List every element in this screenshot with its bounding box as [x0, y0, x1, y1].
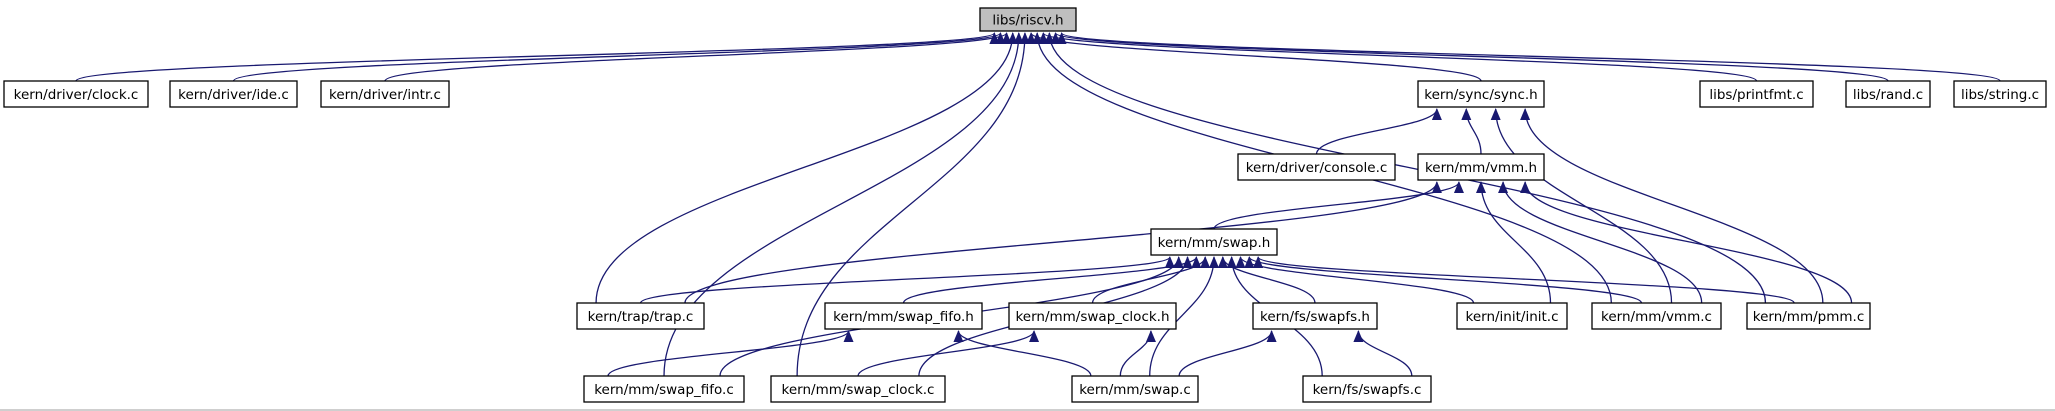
edge-trap-to-swaph [639, 256, 1175, 304]
node-label: kern/trap/trap.c [588, 309, 694, 325]
edge-fifoc-to-fifoh [607, 330, 854, 377]
node-kern-mm-swap-c[interactable]: kern/mm/swap.c [1071, 375, 1199, 403]
node-kern-mm-swap-fifo-h[interactable]: kern/mm/swap_fifo.h [824, 302, 983, 330]
edge-swapc-to-swaph [1149, 256, 1219, 377]
node-layer: libs/riscv.h kern/driver/clock.c kern/dr… [3, 7, 2047, 403]
node-label: kern/driver/intr.c [329, 87, 441, 103]
edge-pmm-to-riscv [1044, 32, 1767, 304]
node-label: kern/mm/swap_clock.c [782, 382, 935, 398]
node-label: kern/mm/pmm.c [1753, 309, 1865, 325]
node-kern-mm-vmm-h[interactable]: kern/mm/vmm.h [1417, 153, 1545, 181]
node-label: kern/mm/vmm.c [1601, 309, 1712, 325]
node-kern-driver-console-c[interactable]: kern/driver/console.c [1237, 153, 1396, 181]
node-label: kern/mm/swap.h [1158, 235, 1271, 251]
node-label: kern/driver/ide.c [178, 87, 289, 103]
node-label: libs/rand.c [1853, 87, 1923, 103]
node-kern-fs-swapfs-c[interactable]: kern/fs/swapfs.c [1302, 375, 1432, 403]
edge-swapc-to-swapfsh [1178, 330, 1277, 377]
edge-printfmt-to-riscv [1038, 32, 1758, 82]
edge-swapc-to-fifoh [953, 330, 1092, 377]
edge-pmm-to-sync [1520, 108, 1824, 304]
node-label: kern/fs/swapfs.h [1260, 309, 1370, 325]
edge-clockc-to-clockh [857, 330, 1039, 377]
node-label: kern/mm/swap_fifo.c [594, 382, 734, 398]
edge-init-to-vmmh [1476, 181, 1552, 304]
node-label: kern/fs/swapfs.c [1313, 382, 1422, 398]
node-kern-driver-clock-c[interactable]: kern/driver/clock.c [3, 80, 149, 108]
node-label: libs/string.c [1961, 87, 2039, 103]
edge-trap-to-vmmh [684, 181, 1442, 304]
node-label: kern/mm/swap.c [1079, 382, 1191, 398]
edge-trap-to-riscv [595, 32, 1018, 304]
edge-swapfsc-to-swapfsh [1353, 330, 1413, 377]
node-label: kern/mm/vmm.h [1425, 160, 1537, 176]
node-kern-mm-swap-clock-c[interactable]: kern/mm/swap_clock.c [770, 375, 946, 403]
node-label: kern/init/init.c [1465, 309, 1558, 325]
edge-pmm-to-vmmh [1520, 181, 1853, 304]
node-kern-driver-intr-c[interactable]: kern/driver/intr.c [320, 80, 450, 108]
node-kern-trap-trap-c[interactable]: kern/trap/trap.c [576, 302, 705, 330]
edge-vmmc-to-swaph [1244, 256, 1643, 304]
node-kern-mm-pmm-c[interactable]: kern/mm/pmm.c [1746, 302, 1871, 330]
node-kern-init-init-c[interactable]: kern/init/init.c [1456, 302, 1568, 330]
node-kern-sync-sync-h[interactable]: kern/sync/sync.h [1417, 80, 1545, 108]
node-kern-mm-swap-h[interactable]: kern/mm/swap.h [1150, 228, 1278, 256]
node-kern-mm-vmm-c[interactable]: kern/mm/vmm.c [1591, 302, 1722, 330]
node-label: libs/printfmt.c [1709, 87, 1803, 103]
node-label: kern/driver/console.c [1246, 160, 1388, 176]
node-libs-string-c[interactable]: libs/string.c [1953, 80, 2047, 108]
edge-fifoh-to-swaph [902, 256, 1202, 304]
edge-swapc-to-clockh [1119, 330, 1156, 377]
edge-ide-to-riscv [232, 32, 1006, 82]
node-label: kern/mm/swap_fifo.h [833, 309, 974, 325]
node-kern-driver-ide-c[interactable]: kern/driver/ide.c [169, 80, 298, 108]
edge-vmmc-to-sync [1490, 108, 1673, 304]
node-libs-printfmt-c[interactable]: libs/printfmt.c [1699, 80, 1814, 108]
edge-intr-to-riscv [384, 32, 1012, 82]
node-libs-rand-c[interactable]: libs/rand.c [1845, 80, 1931, 108]
bottom-divider [0, 409, 2055, 411]
node-kern-fs-swapfs-h[interactable]: kern/fs/swapfs.h [1252, 302, 1378, 330]
edge-clockc-to-riscv [796, 32, 1030, 377]
node-label: kern/sync/sync.h [1424, 87, 1537, 103]
edge-clock-to-riscv [75, 32, 999, 82]
edge-console-to-sync [1315, 108, 1442, 155]
node-libs-riscv-h[interactable]: libs/riscv.h [979, 7, 1077, 32]
node-label: kern/mm/swap_clock.h [1015, 309, 1169, 325]
node-label: libs/riscv.h [992, 13, 1063, 29]
node-label: kern/driver/clock.c [14, 87, 139, 103]
edge-init-to-swaph [1235, 256, 1475, 304]
edge-vmmc-to-vmmh [1498, 181, 1703, 304]
node-kern-mm-swap-fifo-c[interactable]: kern/mm/swap_fifo.c [583, 375, 745, 403]
node-kern-mm-swap-clock-h[interactable]: kern/mm/swap_clock.h [1008, 302, 1177, 330]
edge-pmm-to-swaph [1253, 256, 1795, 304]
edge-swapfsh-to-swaph [1217, 256, 1316, 304]
edge-swaph-to-vmmh [1213, 181, 1464, 230]
edge-string-to-riscv [1057, 32, 2001, 82]
edge-rand-to-riscv [1050, 32, 1889, 82]
edge-vmmh-to-sync [1461, 108, 1482, 155]
